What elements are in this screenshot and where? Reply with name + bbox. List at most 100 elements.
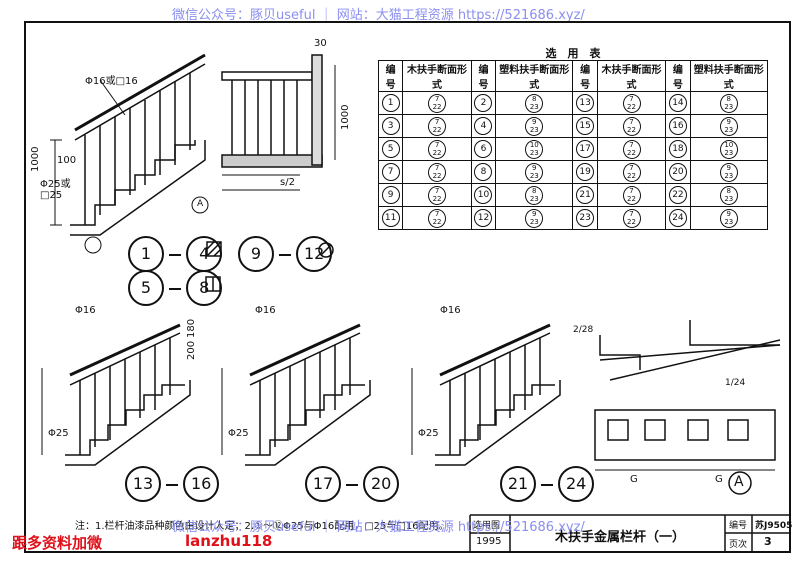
label-phi16-b: Φ16 (255, 305, 276, 316)
footer-label-xuan: 选用图 (473, 521, 501, 531)
footer-year: 1995 (476, 536, 502, 547)
group-circle: 8 (186, 270, 223, 306)
label-dim30: 30 (314, 38, 327, 49)
promo-left: 跟多资料加微 (12, 534, 103, 552)
table-title: 选 用 表 (545, 47, 601, 60)
selection-table: 编号 木扶手断面形式 编号 塑料扶手断面形式 编号 木扶手断面形式 编号 塑料扶… (377, 60, 769, 230)
rail-section-drawing (221, 54, 336, 191)
group-circle: 5 (128, 270, 164, 306)
code-circle: 2 (474, 94, 493, 112)
stair-elevation-1 (50, 53, 206, 236)
label-ref-1-24: 1/24 (725, 378, 746, 388)
code-circle: 9 (381, 186, 400, 204)
label-dim-s: s/2 (280, 177, 295, 188)
code-circle: 17 (576, 140, 595, 158)
stair-elevation-21 (411, 323, 561, 466)
group-13-16: 13 16 (125, 466, 220, 502)
label-rail-top: Φ16或□16 (85, 76, 138, 87)
code-circle: 14 (668, 94, 687, 112)
label-phi25: Φ25或□25 (40, 179, 71, 201)
code-circle: 11 (381, 209, 400, 227)
header-cell: 木扶手断面形式 (402, 60, 472, 92)
code-circle: 16 (668, 117, 687, 135)
label-phi25-c: Φ25 (418, 428, 439, 439)
group-circle: 12 (296, 236, 333, 272)
watermark-top: 微信公众号：豚贝useful ｜ 网站：大猫工程资源 https://52168… (172, 8, 585, 23)
code-circle: 23 (576, 209, 595, 227)
code-circle: 15 (576, 117, 595, 135)
label-dim180: 180 (186, 318, 197, 338)
code-circle: 1 (381, 94, 400, 112)
label-100: 100 (57, 155, 77, 166)
label-ref-2-28: 2/28 (573, 325, 594, 335)
footer-page-label: 页次 (729, 540, 748, 550)
label-phi16-a: Φ16 (75, 305, 96, 316)
label-dim200: 200 (186, 340, 197, 360)
detail-a-drawing (594, 320, 781, 471)
group-1-4: 1 4 (128, 236, 223, 272)
label-detail-a-1: A (197, 199, 204, 209)
header-cell: 编号 (572, 60, 598, 92)
group-circle: 21 (500, 466, 536, 502)
label-phi25-b: Φ25 (228, 428, 249, 439)
label-phi16-c: Φ16 (440, 305, 461, 316)
code-circle: 19 (576, 163, 595, 181)
group-circle: 9 (238, 236, 274, 272)
code-circle: 3 (381, 117, 400, 135)
code-circle: 5 (381, 140, 400, 158)
stair-elevation-17 (221, 323, 371, 466)
label-dim1000: 1000 (340, 104, 351, 130)
code-circle: 8 (474, 163, 493, 181)
code-circle: 10 (474, 186, 493, 204)
code-circle: 12 (474, 209, 493, 227)
header-cell: 编号 (377, 60, 404, 92)
footer-code: 苏J9505 (755, 521, 793, 531)
code-circle: 20 (668, 163, 687, 181)
label-height-1000: 1000 (30, 146, 41, 172)
group-circle: 13 (125, 466, 161, 502)
code-circle: 13 (576, 94, 595, 112)
group-circle: 24 (558, 466, 595, 502)
footer-page: 3 (764, 535, 772, 548)
code-circle: 21 (576, 186, 595, 204)
code-circle: 7 (381, 163, 400, 181)
group-17-20: 17 20 (305, 466, 400, 502)
footer-title: 木扶手金属栏杆（一） (555, 530, 686, 545)
header-cell: 编号 (665, 60, 691, 92)
code-circle: 6 (474, 140, 493, 158)
header-cell: 塑料扶手断面形式 (689, 60, 769, 92)
code-circle: 18 (668, 140, 687, 158)
header-cell: 木扶手断面形式 (596, 60, 667, 92)
code-circle: 4 (474, 117, 493, 135)
footer-code-label: 编号 (729, 521, 748, 531)
group-21-24: 21 24 (500, 466, 595, 502)
group-circle: 1 (128, 236, 164, 272)
footer-note: 注：1.栏杆油漆品种颜色由设计人定；2.①～⑫Φ25与Φ16配用，□25与□16… (75, 521, 449, 532)
label-g1: G (630, 474, 638, 485)
